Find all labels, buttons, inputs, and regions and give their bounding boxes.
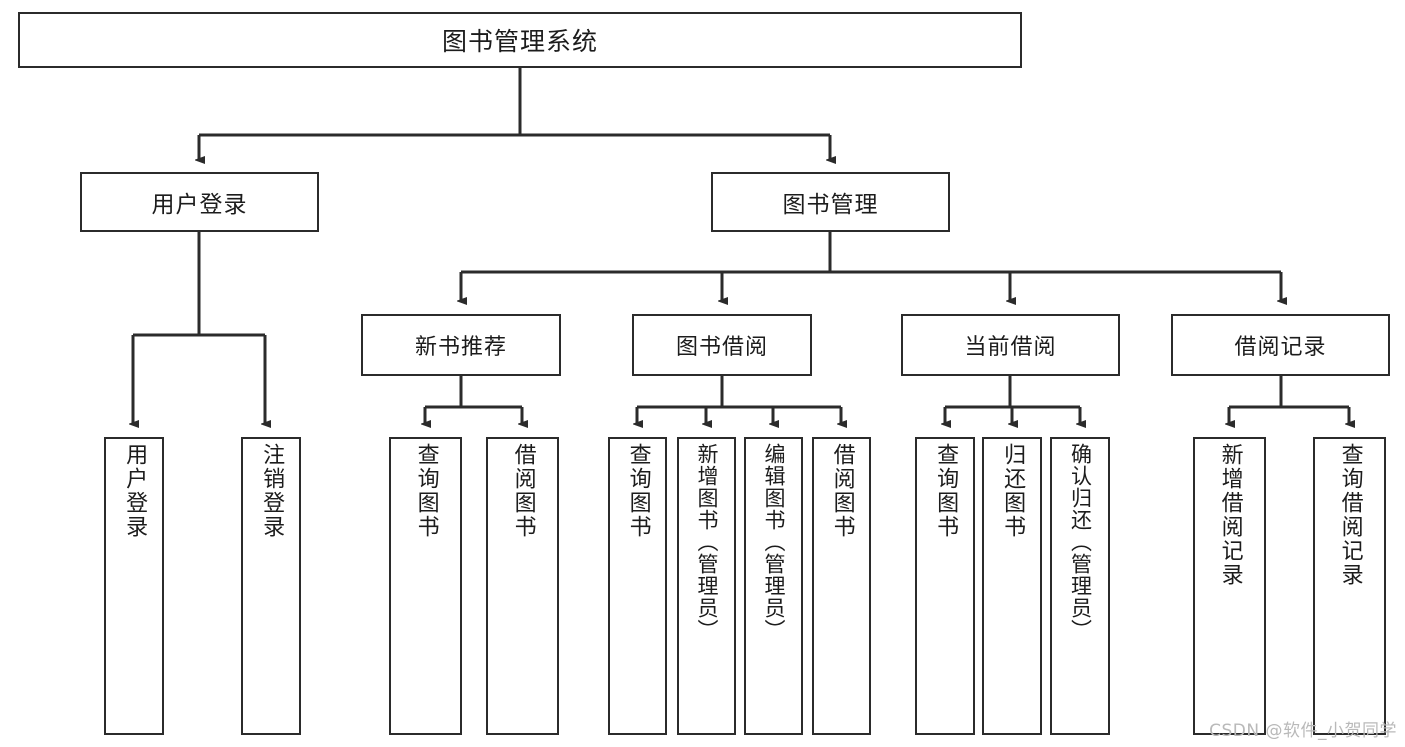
leaf-borrow-query-book-label: 查询图书 [625, 443, 651, 539]
watermark: CSDN @软件_小贺同学 [1209, 721, 1397, 741]
leaf-current-query-book[interactable]: 查询图书 [915, 437, 975, 735]
leaf-current-return-book[interactable]: 归还图书 [982, 437, 1042, 735]
node-book-management-label: 图书管理 [782, 192, 879, 218]
leaf-borrow-add-book-label: 新增图书（管理员） [694, 443, 719, 641]
leaf-record-query-record[interactable]: 查询借阅记录 [1313, 437, 1386, 735]
leaf-user-login-logout-label: 注销登录 [259, 443, 285, 539]
leaf-recommend-query-book[interactable]: 查询图书 [389, 437, 462, 735]
node-current-borrow-label: 当前借阅 [964, 335, 1057, 360]
leaf-current-confirm-return[interactable]: 确认归还（管理员） [1050, 437, 1110, 735]
leaf-recommend-borrow-book-label: 借阅图书 [510, 443, 536, 539]
leaf-borrow-borrow-book-label: 借阅图书 [829, 443, 855, 539]
leaf-borrow-add-book[interactable]: 新增图书（管理员） [677, 437, 736, 735]
node-user-login-label: 用户登录 [151, 192, 248, 218]
node-book-borrow-label: 图书借阅 [675, 335, 768, 360]
node-root[interactable]: 图书管理系统 [18, 12, 1022, 68]
leaf-recommend-query-book-label: 查询图书 [413, 443, 439, 539]
leaf-current-query-book-label: 查询图书 [933, 443, 959, 539]
leaf-borrow-query-book[interactable]: 查询图书 [608, 437, 667, 735]
node-book-management[interactable]: 图书管理 [711, 172, 950, 232]
node-book-borrow[interactable]: 图书借阅 [632, 314, 812, 376]
node-borrow-record-label: 借阅记录 [1234, 335, 1327, 360]
leaf-user-login-login[interactable]: 用户登录 [104, 437, 164, 735]
leaf-borrow-edit-book[interactable]: 编辑图书（管理员） [744, 437, 803, 735]
leaf-recommend-borrow-book[interactable]: 借阅图书 [486, 437, 559, 735]
leaf-record-add-record[interactable]: 新增借阅记录 [1193, 437, 1266, 735]
leaf-user-login-login-label: 用户登录 [122, 443, 148, 539]
leaf-current-return-book-label: 归还图书 [1000, 443, 1026, 539]
node-root-label: 图书管理系统 [441, 27, 598, 56]
node-new-book-recommend-label: 新书推荐 [414, 335, 507, 360]
leaf-user-login-logout[interactable]: 注销登录 [241, 437, 301, 735]
node-current-borrow[interactable]: 当前借阅 [901, 314, 1120, 376]
leaf-current-confirm-return-label: 确认归还（管理员） [1068, 443, 1093, 641]
node-borrow-record[interactable]: 借阅记录 [1171, 314, 1390, 376]
node-user-login[interactable]: 用户登录 [80, 172, 319, 232]
leaf-borrow-edit-book-label: 编辑图书（管理员） [761, 443, 786, 641]
leaf-record-query-record-label: 查询借阅记录 [1337, 443, 1363, 587]
node-new-book-recommend[interactable]: 新书推荐 [361, 314, 561, 376]
leaf-record-add-record-label: 新增借阅记录 [1217, 443, 1243, 587]
leaf-borrow-borrow-book[interactable]: 借阅图书 [812, 437, 871, 735]
